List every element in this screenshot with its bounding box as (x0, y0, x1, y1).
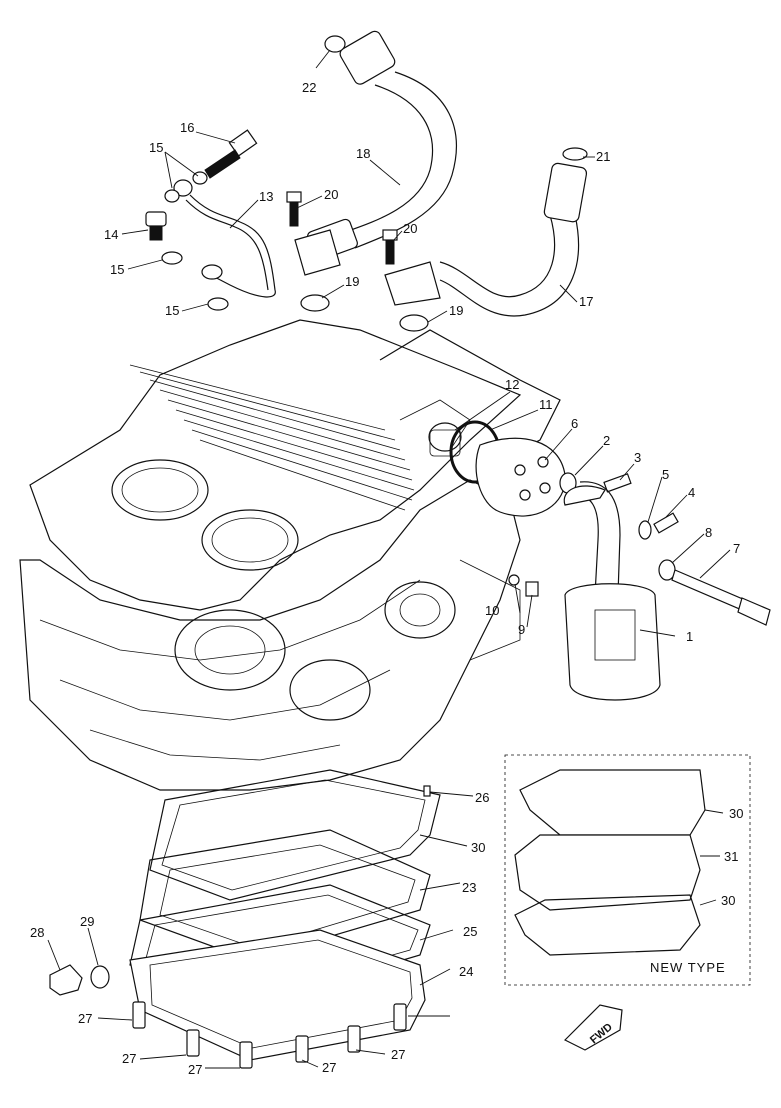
callout-31: 31 (724, 849, 738, 864)
callout-29: 29 (80, 914, 94, 929)
callout-26: 26 (475, 790, 489, 805)
banjo-fitting-lower (201, 264, 223, 280)
callout-9: 9 (518, 622, 525, 637)
gasket-15-d (207, 297, 229, 311)
callout-5: 5 (662, 467, 669, 482)
callout-20-a: 20 (324, 187, 338, 202)
callout-27-c: 27 (188, 1062, 202, 1077)
callout-27-d: 27 (322, 1060, 336, 1075)
pan-bolts-27 (132, 1001, 407, 1069)
gasket-15-c (161, 251, 183, 265)
plug-14 (145, 211, 167, 241)
union-bolt-16 (204, 129, 258, 179)
oil-delivery-pipe-13 (185, 194, 276, 298)
hose-fitting-right (382, 229, 441, 306)
o-ring-12 (428, 422, 462, 452)
callout-15-b: 15 (110, 262, 124, 277)
callout-27-e: 27 (391, 1047, 405, 1062)
callout-3: 3 (634, 450, 641, 465)
callout-labels: 1 2 3 4 5 6 7 8 9 10 11 12 13 14 15 15 1… (30, 80, 743, 1077)
o-ring-19-b (399, 314, 429, 332)
bolt-9 (525, 581, 539, 597)
callout-15-c: 15 (165, 303, 179, 318)
oil-pipe (563, 481, 621, 596)
callout-19-b: 19 (449, 303, 463, 318)
callout-24: 24 (459, 964, 473, 979)
engine-block-drawing (19, 319, 561, 791)
callout-27-b: 27 (122, 1051, 136, 1066)
callout-30-b: 30 (471, 840, 485, 855)
oil-filter-element-1 (564, 583, 661, 701)
callout-20-b: 20 (403, 221, 417, 236)
inset-oil-pan-31 (514, 834, 701, 911)
fwd-arrow-icon (563, 1004, 623, 1051)
oil-hose-18 (307, 30, 457, 261)
filter-cover-6 (475, 437, 566, 517)
new-type-inset (504, 754, 751, 986)
callout-6: 6 (571, 416, 578, 431)
callout-25: 25 (463, 924, 477, 939)
leader-lines (47, 49, 731, 1069)
callout-21: 21 (596, 149, 610, 164)
callout-28: 28 (30, 925, 44, 940)
callout-17: 17 (579, 294, 593, 309)
o-ring-19-a (300, 294, 330, 312)
banjo-fitting (173, 179, 193, 197)
callout-8: 8 (705, 525, 712, 540)
inset-title: NEW TYPE (650, 960, 726, 975)
bolt-3 (603, 473, 632, 493)
callout-10: 10 (485, 603, 499, 618)
callout-7: 7 (733, 541, 740, 556)
inset-gasket-upper (519, 769, 706, 836)
gasket-29 (90, 965, 110, 989)
callout-30-c: 30 (721, 893, 735, 908)
washer-5 (638, 520, 652, 540)
callout-13: 13 (259, 189, 273, 204)
drain-plug-28 (49, 964, 83, 996)
filter-bolt-7 (671, 569, 771, 626)
callout-1: 1 (686, 629, 693, 644)
callout-15-a: 15 (149, 140, 163, 155)
callout-27-a: 27 (78, 1011, 92, 1026)
callout-18: 18 (356, 146, 370, 161)
callout-14: 14 (104, 227, 118, 242)
dowel-pin-26 (423, 785, 431, 797)
hose-fitting-left (286, 191, 341, 276)
callout-12: 12 (505, 377, 519, 392)
callout-30-a: 30 (729, 806, 743, 821)
gasket-15-b (164, 189, 180, 203)
callout-23: 23 (462, 880, 476, 895)
washer-10 (508, 574, 520, 586)
callout-4: 4 (688, 485, 695, 500)
callout-22: 22 (302, 80, 316, 95)
callout-16: 16 (180, 120, 194, 135)
bolt-4 (653, 512, 679, 534)
callout-2: 2 (603, 433, 610, 448)
callout-19-a: 19 (345, 274, 359, 289)
oil-hose-17 (439, 147, 588, 317)
oil-pan-24 (129, 929, 426, 1061)
inset-gasket-lower (514, 894, 701, 956)
callout-11: 11 (539, 397, 553, 412)
